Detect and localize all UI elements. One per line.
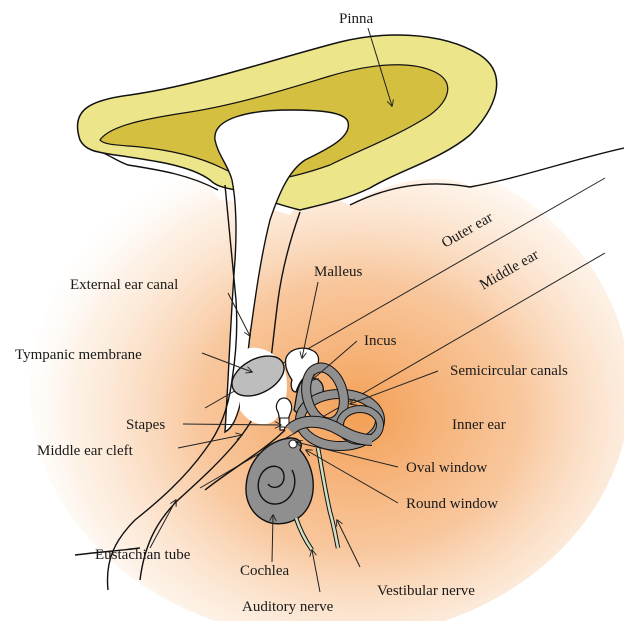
label-cochlea: Cochlea [240, 563, 289, 579]
label-auditory-nerve: Auditory nerve [242, 599, 334, 615]
label-middle-ear-cleft: Middle ear cleft [37, 443, 134, 459]
label-round-window: Round window [406, 496, 498, 512]
label-oval-window: Oval window [406, 460, 487, 476]
label-inner-ear: Inner ear [452, 417, 506, 433]
label-vestibular-nerve: Vestibular nerve [377, 583, 475, 599]
label-stapes: Stapes [126, 417, 165, 433]
label-external-ear-canal: External ear canal [70, 277, 178, 293]
label-eustachian-tube: Eustachian tube [95, 547, 191, 563]
label-tympanic-membrane: Tympanic membrane [15, 347, 142, 363]
label-semicircular-canals: Semicircular canals [450, 363, 568, 379]
oval-window [289, 440, 297, 448]
label-pinna: Pinna [339, 11, 374, 27]
label-incus: Incus [364, 333, 397, 349]
label-malleus: Malleus [314, 264, 362, 280]
